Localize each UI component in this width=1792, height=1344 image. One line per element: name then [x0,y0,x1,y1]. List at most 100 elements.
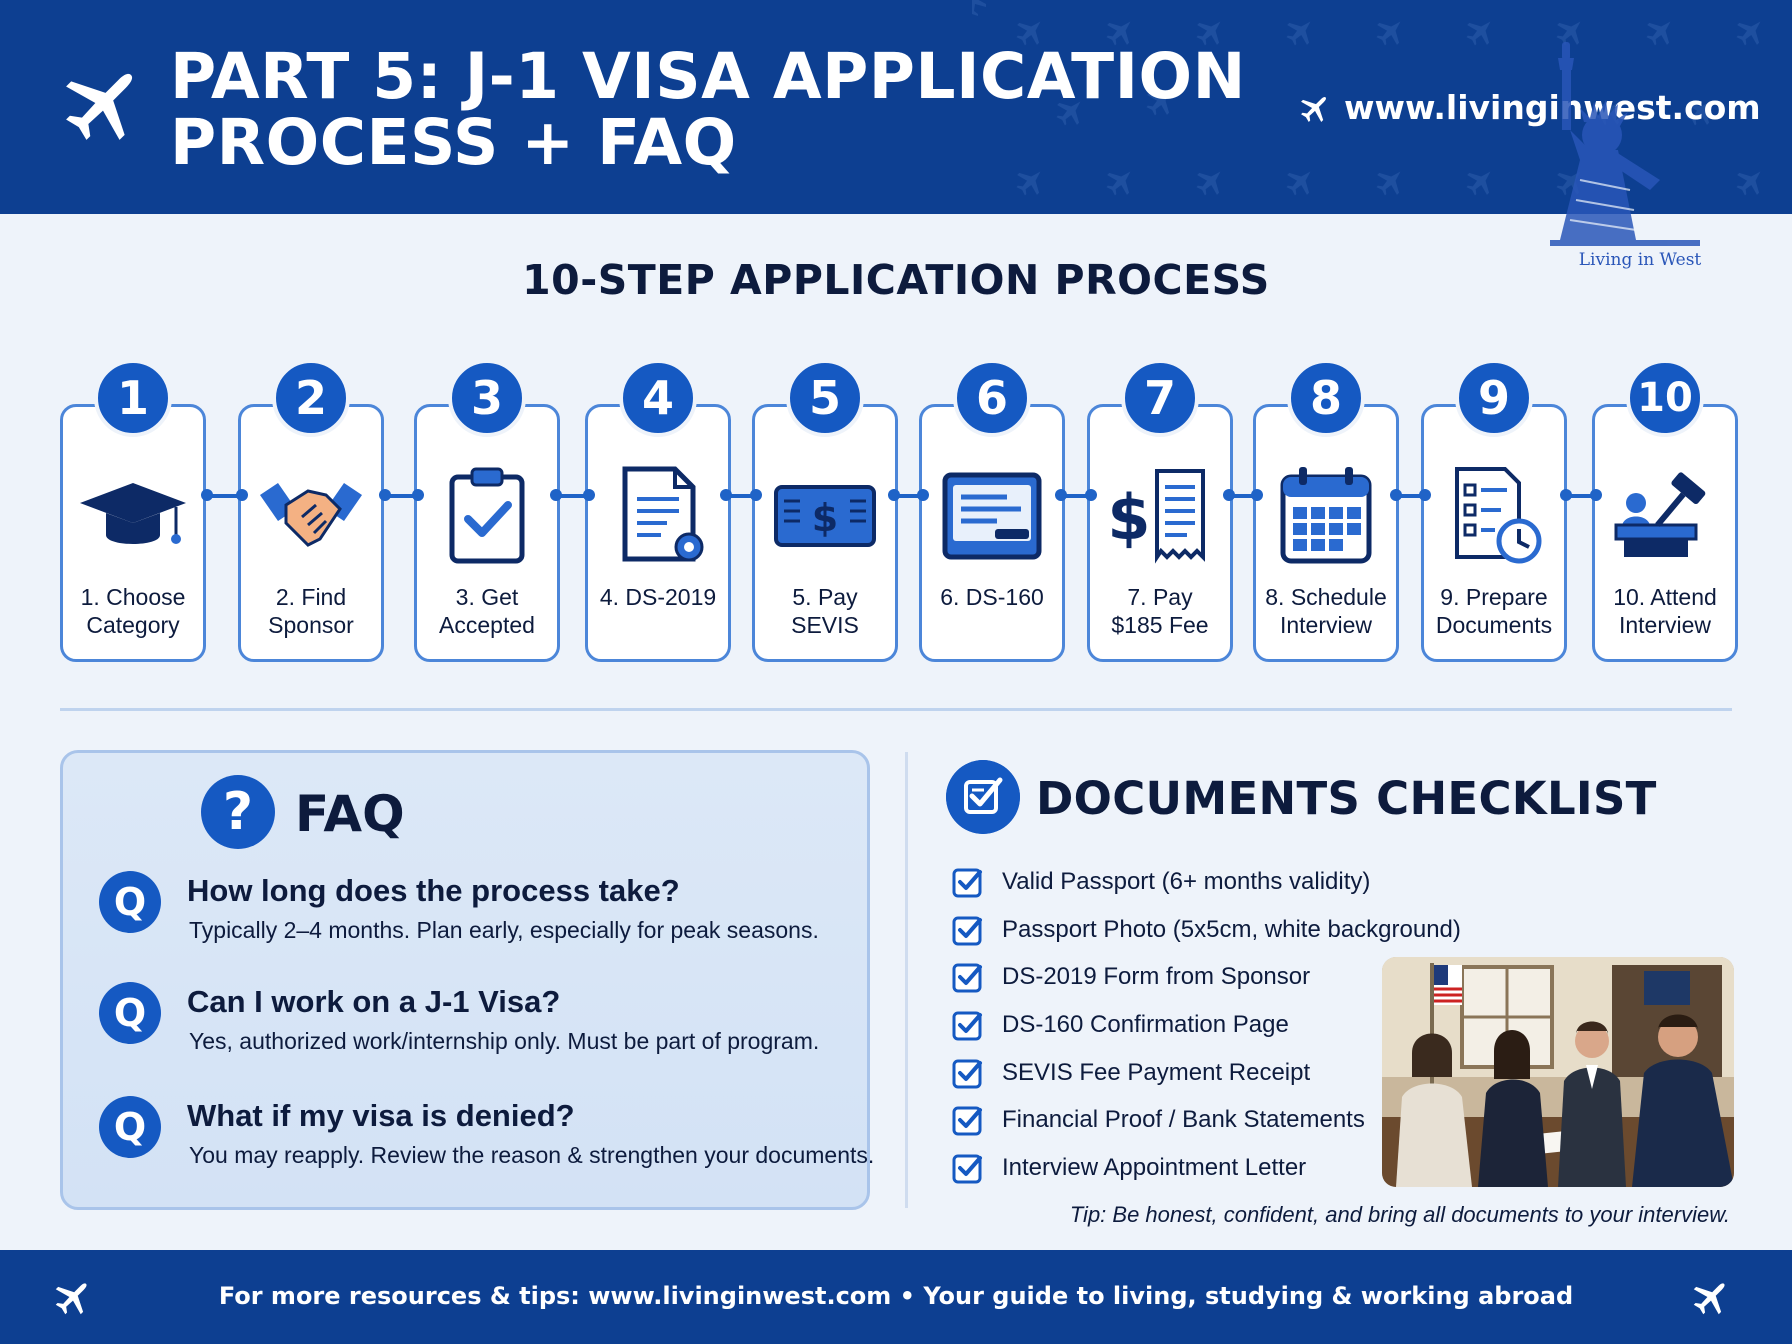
header-banner: PART 5: J-1 VISA APPLICATION PROCESS + F… [0,0,1792,214]
tip-text: Tip: Be honest, confident, and bring all… [1069,1202,1730,1227]
money-bill-icon: $ [774,485,876,547]
connector-dot [1223,489,1235,501]
connector-dot [1560,489,1572,501]
step-label: 3. Get Accepted [417,583,557,639]
vertical-divider [905,752,908,1208]
step-number-badge: 10 [1626,359,1704,437]
faq-answer: You may reapply. Review the reason & str… [189,1142,875,1168]
q-badge-icon: Q [99,871,161,933]
checklist-item[interactable]: DS-2019 Form from Sponsor [952,953,1392,1001]
section-divider [60,708,1732,711]
dollar-receipt-icon: $ [1107,469,1205,564]
step-number-badge: 1 [94,359,172,437]
step-label-line-2: $185 Fee [1111,612,1209,638]
checklist-item[interactable]: SEVIS Fee Payment Receipt [952,1049,1392,1097]
step-card-10[interactable]: 10 10. Attend Interview [1592,359,1738,662]
step-number-badge: 9 [1455,359,1533,437]
step-label: 10. Attend Interview [1595,583,1735,639]
step-card-1[interactable]: 1 1. Choose Category [60,359,206,662]
steps-section-title: 10-STEP APPLICATION PROCESS [522,256,1270,304]
statue-of-liberty-logo [1550,42,1700,246]
checklist-item-text: Interview Appointment Letter [1002,1153,1307,1181]
faq-question: How long does the process take? [187,873,680,908]
connector-dot [1251,489,1263,501]
website-link[interactable]: www.livinginwest.com [1298,88,1761,127]
checkbox-checked-icon [952,1059,982,1089]
step-number-badge: 5 [786,359,864,437]
step-label: 7. Pay $185 Fee [1090,583,1230,639]
online-form-icon [942,472,1042,560]
faq-panel: ? FAQ Q How long does the process take? … [60,750,874,1210]
connector-dot [1055,489,1067,501]
checklist-title: DOCUMENTS CHECKLIST [1036,772,1657,825]
step-card-3[interactable]: 3 3. Get Accepted [414,359,560,662]
logo-text: Living in West [1578,250,1702,270]
checkbox-checked-icon [952,916,982,946]
step-label-line-1: 7. Pay [1127,584,1193,610]
checklist-item-text: DS-2019 Form from Sponsor [1002,963,1311,991]
checkbox-checked-icon [952,1154,982,1184]
steps-row: 1 1. Choose Category 2 2. Find Sponsor 3 [60,352,1738,662]
checklist-item[interactable]: Interview Appointment Letter [952,1144,1392,1192]
checklist-item[interactable]: Financial Proof / Bank Statements [952,1096,1392,1144]
step-number-badge: 7 [1121,359,1199,437]
step-card-6[interactable]: 6 6. DS-160 [919,359,1065,662]
connector-dot [412,489,424,501]
step-card-5[interactable]: 5 $ 5. Pay SEVIS [752,359,898,662]
page-title: PART 5: J-1 VISA APPLICATION PROCESS + F… [170,44,1246,176]
handshake-icon [260,483,362,547]
step-label: 2. Find Sponsor [241,583,381,639]
checklist-item[interactable]: DS-160 Confirmation Page [952,1001,1392,1049]
step-label-line-1: 10. Attend [1613,584,1717,610]
website-text: www.livinginwest.com [1344,88,1761,127]
checklist-header-icon [946,760,1020,834]
connector-dot [1390,489,1402,501]
q-badge-icon: Q [99,1096,161,1158]
step-card-4[interactable]: 4 4. DS-2019 [585,359,731,662]
steps-connector-line [210,494,1610,498]
step-label: 5. Pay SEVIS [755,583,895,639]
page-title-line-1: PART 5: J-1 VISA APPLICATION [170,40,1246,113]
checklist-item[interactable]: Passport Photo (5x5cm, white background) [952,906,1461,954]
connector-dot [1085,489,1097,501]
step-label-line-2: Accepted [439,612,535,638]
step-card-7[interactable]: 7 $ 7. Pay $185 Fee [1087,359,1233,662]
question-mark-icon: ? [201,775,275,849]
step-number-badge: 2 [272,359,350,437]
step-number-badge: 3 [448,359,526,437]
step-number-badge: 4 [619,359,697,437]
checklist-item-text: Financial Proof / Bank Statements [1002,1106,1365,1134]
plane-pattern-background [972,0,1771,202]
step-label-line-1: 5. Pay [792,584,858,610]
step-label-line-1: 9. Prepare [1440,584,1548,610]
faq-question: Can I work on a J-1 Visa? [187,984,561,1019]
checklist-item[interactable]: Valid Passport (6+ months validity) [952,858,1392,906]
step-label: 1. Choose Category [63,583,203,639]
checkbox-checked-icon [952,1106,982,1136]
calendar-icon [1280,467,1372,564]
gavel-podium-icon [1614,472,1706,557]
connector-dot [379,489,391,501]
step-label-line-1: 3. Get [455,584,519,610]
step-card-8[interactable]: 8 8. Schedule Interview [1253,359,1399,662]
step-label-line-2: Interview [1279,612,1373,638]
connector-dot [1590,489,1602,501]
step-card-2[interactable]: 2 2. Find Sponsor [238,359,384,662]
step-label: 6. DS-160 [922,583,1062,611]
checklist-item-text: Passport Photo (5x5cm, white background) [1002,915,1461,943]
checklist-item-text: DS-160 Confirmation Page [1002,1010,1289,1038]
connector-dot [1419,489,1431,501]
step-card-9[interactable]: 9 9. Prepare Documents [1421,359,1567,662]
faq-answer: Yes, authorized work/internship only. Mu… [189,1028,820,1054]
step-label: 4. DS-2019 [588,583,728,611]
step-label-line-2: Sponsor [268,612,354,638]
faq-title: FAQ [295,785,405,843]
interview-photo [1382,957,1734,1187]
connector-dot [750,489,762,501]
checkbox-checked-icon [952,868,982,898]
airplane-icon [1693,1283,1725,1315]
step-label-line-2: Interview [1618,612,1712,638]
connector-dot [550,489,562,501]
connector-dot [583,489,595,501]
checklist-item-text: Valid Passport (6+ months validity) [1002,867,1371,895]
